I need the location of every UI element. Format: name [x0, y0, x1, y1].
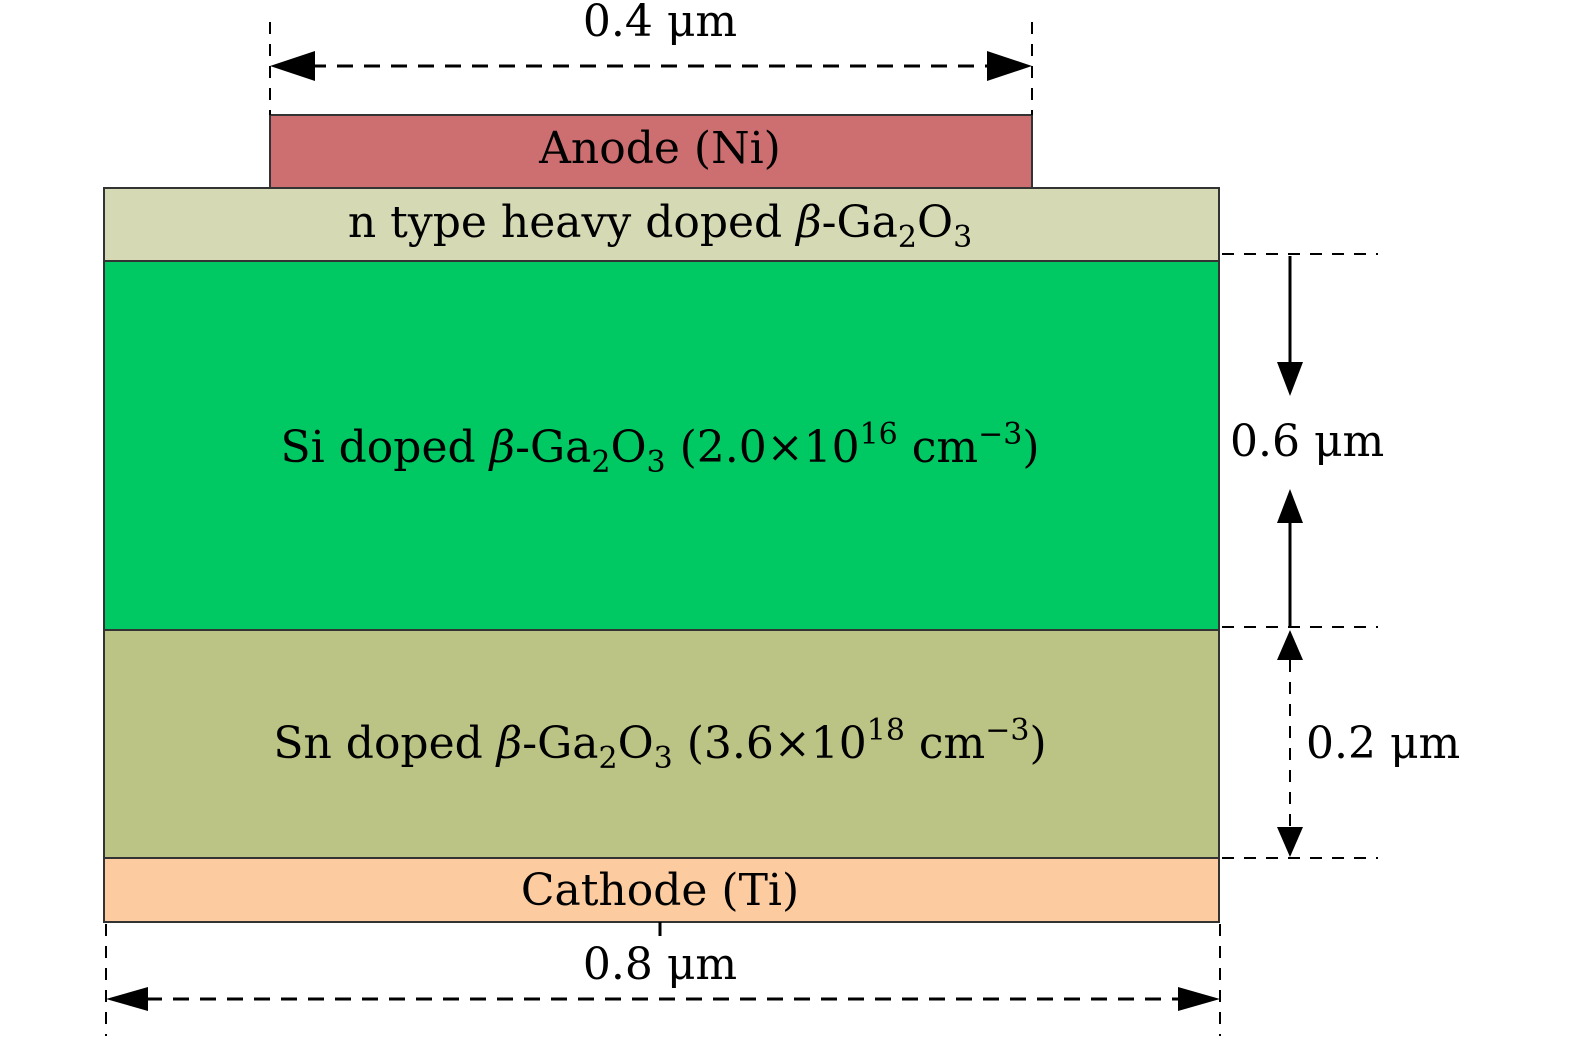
anode-layer — [269, 114, 1033, 189]
si-thickness-dimension: 0.6 μm — [1222, 253, 1384, 628]
si-layer-label: Si doped β-Ga2O3 (2.0×1016 cm−3) — [280, 417, 1039, 480]
n-heavy-layer — [103, 187, 1220, 262]
arrow-right-icon — [1178, 987, 1220, 1011]
sn-layer-label: Sn doped β-Ga2O3 (3.6×1018 cm−3) — [273, 713, 1046, 776]
sn-doped-layer — [103, 629, 1220, 859]
arrow-down-icon — [1277, 827, 1303, 857]
arrow-up-icon — [1277, 489, 1303, 523]
arrow-up-icon — [1277, 630, 1303, 660]
arrow-left-icon — [270, 51, 315, 81]
arrow-right-icon — [987, 51, 1032, 81]
arrow-left-icon — [106, 987, 148, 1011]
device-width-dimension: 0.8 μm — [105, 922, 1221, 1036]
sn-thickness-label: 0.2 μm — [1306, 718, 1460, 769]
anode-width-label: 0.4 μm — [583, 0, 737, 47]
anode-width-dimension: 0.4 μm — [269, 0, 1033, 115]
cathode-label: Cathode (Ti) — [521, 865, 799, 916]
si-thickness-label: 0.6 μm — [1230, 416, 1384, 467]
sn-thickness-dimension: 0.2 μm — [1222, 630, 1460, 859]
si-doped-layer — [103, 260, 1220, 631]
arrow-down-icon — [1277, 362, 1303, 396]
n-heavy-label: n type heavy doped β-Ga2O3 — [348, 197, 972, 255]
anode-label: Anode (Ni) — [538, 123, 781, 174]
device-width-label: 0.8 μm — [583, 939, 737, 990]
